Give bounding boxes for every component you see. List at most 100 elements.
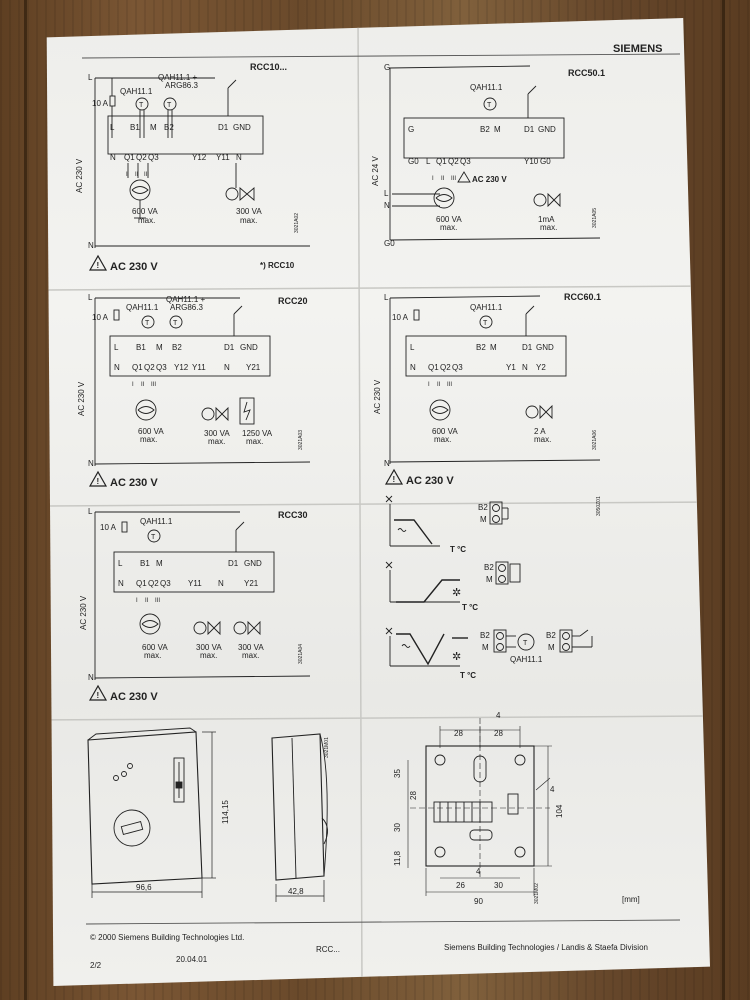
fan-motor-icon xyxy=(139,613,161,635)
warning-icon xyxy=(384,468,404,485)
thermostat-sensor-icon xyxy=(517,633,535,651)
heating-icon xyxy=(397,528,407,532)
housing-side-outline xyxy=(271,733,325,881)
load-rating: max. xyxy=(540,223,557,232)
fan-symbol-icon xyxy=(385,627,393,635)
terminal-label: D1 xyxy=(524,125,535,134)
supply-label: AC 230 V xyxy=(77,381,86,416)
top-rule xyxy=(81,53,681,59)
page-number: 2/2 xyxy=(90,961,102,970)
terminal-label: B2 xyxy=(476,343,486,352)
sensor-label: QAH11.1 + xyxy=(166,295,206,304)
terminal-label: M xyxy=(548,643,555,652)
unit-label: [mm] xyxy=(622,895,640,904)
line-label: L xyxy=(384,189,389,198)
drawing-code: 3021A06 xyxy=(592,430,598,450)
load-rating: max. xyxy=(138,216,155,225)
terminal-label: Y10 xyxy=(524,157,539,166)
terminal-label: GND xyxy=(233,123,251,132)
back-view: 4 28 28 35 28 30 11,8 104 4 4 26 30 90 3… xyxy=(393,711,564,906)
terminal-label: B2 xyxy=(172,343,182,352)
valve-icon xyxy=(215,406,229,422)
controller-box xyxy=(403,117,565,159)
fold-line xyxy=(357,18,363,986)
sensor-label: QAH11.1 xyxy=(470,303,503,312)
dimension-label: 4 xyxy=(550,785,555,794)
warning-icon xyxy=(88,684,108,701)
mounting-hole xyxy=(514,754,526,766)
load-rating: max. xyxy=(534,435,551,444)
dimension-label: 4 xyxy=(476,867,481,876)
axis-label: T °C xyxy=(450,545,466,554)
terminal-label: B1 xyxy=(140,559,150,568)
terminal-label: M xyxy=(156,343,163,352)
led-indicator xyxy=(113,775,119,781)
terminal-label: Q3 xyxy=(460,157,471,166)
terminal-label: N xyxy=(114,363,120,372)
terminal-block xyxy=(489,501,503,525)
thermostat-sensor-icon xyxy=(483,97,497,111)
thermostat-sensor-icon xyxy=(163,97,177,111)
front-view: 114,15 96,6 xyxy=(87,727,230,898)
line-label: G0 xyxy=(384,239,395,248)
dimension-label: 4 xyxy=(496,711,501,720)
terminal-label: M xyxy=(482,643,489,652)
load-rating: max. xyxy=(140,435,157,444)
line-label: L xyxy=(88,73,93,82)
fan-symbol-icon xyxy=(385,495,393,503)
speed-label: I xyxy=(136,598,138,604)
voltage-warning: AC 230 V xyxy=(110,477,158,489)
load-rating: 2 A xyxy=(534,427,546,436)
fold-line xyxy=(46,715,710,721)
mounting-hole xyxy=(514,846,526,858)
terminal-label: Y1 xyxy=(506,363,516,372)
dimension-label: 104 xyxy=(555,804,564,818)
warning-icon xyxy=(88,470,108,487)
led-indicator xyxy=(121,771,127,777)
valve-icon xyxy=(247,620,261,636)
thermostat-sensor-icon xyxy=(135,97,149,111)
terminal-label: Q3 xyxy=(148,153,159,162)
speed-label: I xyxy=(126,172,128,178)
mode-selector-knob xyxy=(113,809,151,847)
load-rating: max. xyxy=(434,435,451,444)
speed-label: III xyxy=(447,382,452,388)
wiring-diagram-rcc50: RCC50.1 G QAH11.1 T G B2 M D1 GND G0 L Q… xyxy=(371,63,605,248)
voltage-warning: AC 230 V xyxy=(472,175,507,184)
cable-entry xyxy=(507,793,519,815)
screw-terminal-icon xyxy=(498,575,506,583)
terminal-label: B1 xyxy=(130,123,140,132)
fuse-label: 10 A xyxy=(100,523,117,532)
load-rating: 300 VA xyxy=(236,207,262,216)
fold-line xyxy=(46,501,710,507)
dimension-label: 30 xyxy=(494,881,503,890)
svg-text:T: T xyxy=(523,640,528,647)
terminal-label: D1 xyxy=(224,343,235,352)
terminal-label: Q2 xyxy=(136,153,147,162)
terminal-label: M xyxy=(494,125,501,134)
terminal-label: N xyxy=(522,363,528,372)
screw-terminal-icon xyxy=(498,564,506,572)
speed-label: II xyxy=(141,382,145,388)
terminal-label: N xyxy=(110,153,116,162)
fuse-label: 10 A xyxy=(392,313,409,322)
valve-actuator-icon xyxy=(525,405,539,419)
load-rating: 600 VA xyxy=(132,207,158,216)
instruction-sheet: SIEMENS RCC10... L 10 A QAH11.1 QAH11.1 … xyxy=(46,18,710,986)
terminal-label: M xyxy=(150,123,157,132)
dimension-label: 11,8 xyxy=(393,850,402,866)
svg-text:T: T xyxy=(139,102,144,109)
valve-icon xyxy=(207,620,221,636)
mounting-slot xyxy=(473,755,487,783)
terminal-label: B2 xyxy=(478,503,488,512)
terminal-block xyxy=(495,561,509,585)
fan-motor-icon xyxy=(135,399,157,421)
dimension-label: 30 xyxy=(393,823,402,832)
fan-motor-icon xyxy=(433,187,455,209)
terminal-block xyxy=(559,629,573,653)
dimension-label: 42,8 xyxy=(288,887,304,896)
brand-strip: SIEMENS xyxy=(613,43,663,55)
terminal-label: Q2 xyxy=(144,363,155,372)
drawing-code: 3021M02 xyxy=(534,883,540,904)
load-rating: 1250 VA xyxy=(242,429,273,438)
